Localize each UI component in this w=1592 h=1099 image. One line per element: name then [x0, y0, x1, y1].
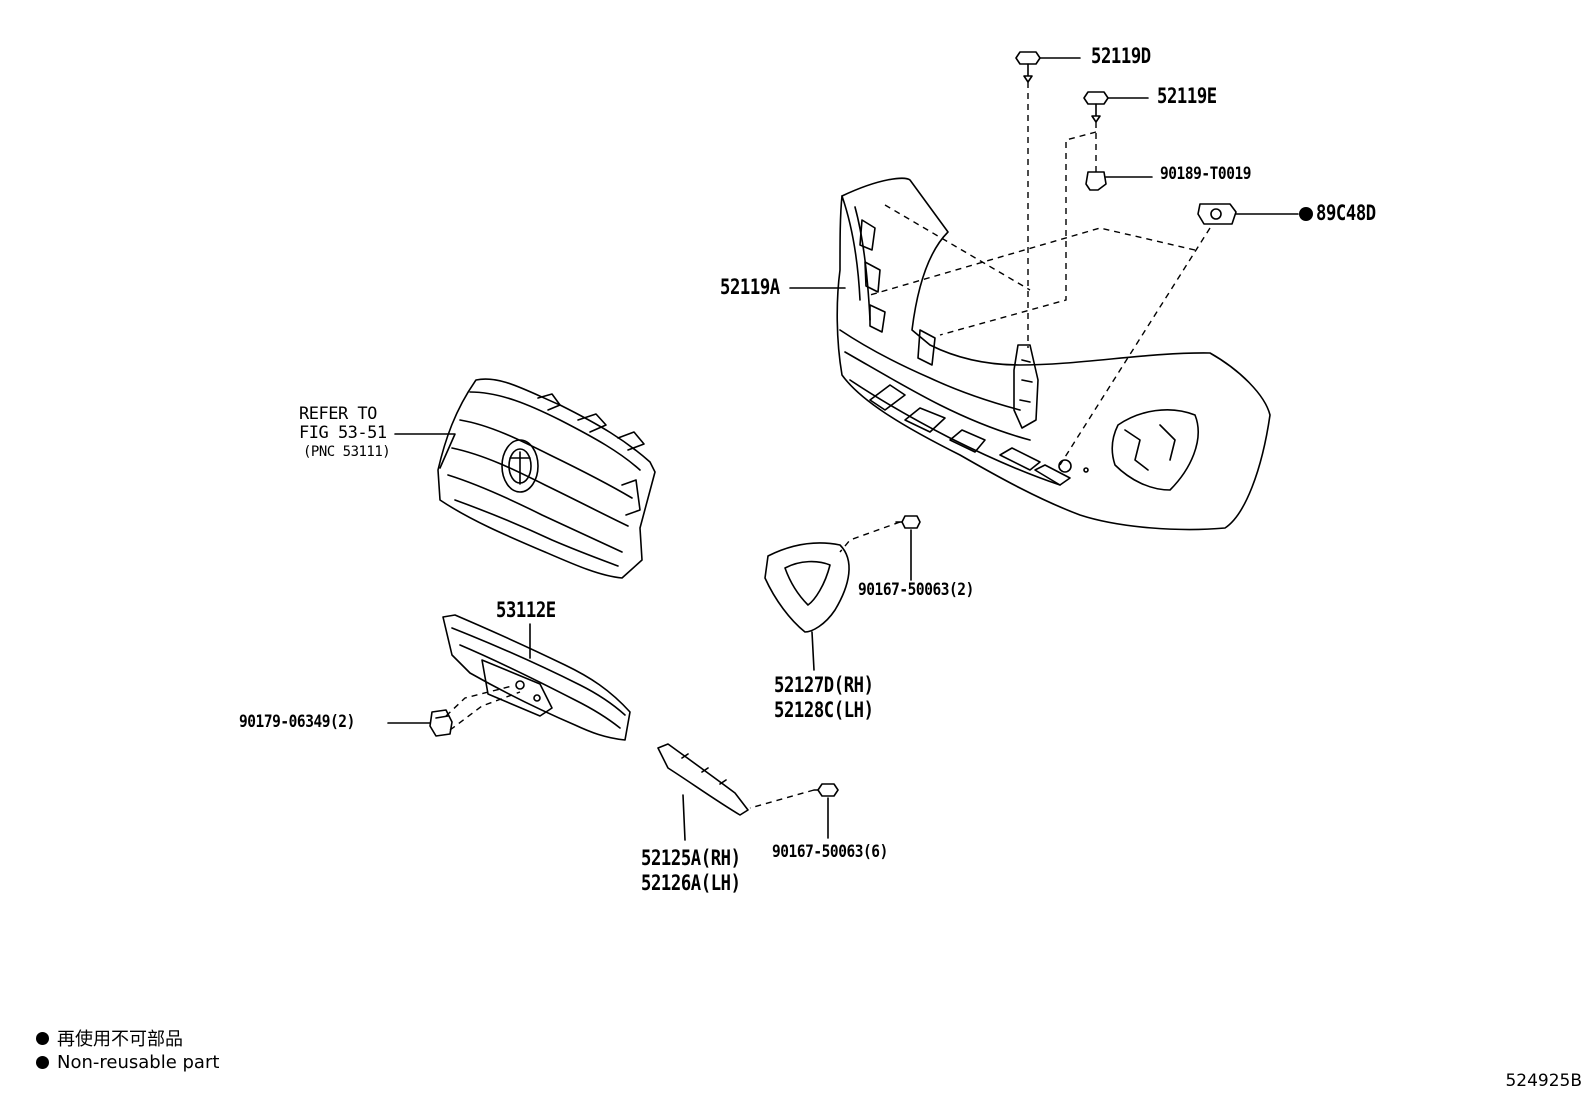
label-90167-50063-6: 90167-50063(6): [772, 842, 888, 862]
label-52119A: 52119A: [720, 275, 780, 299]
assembly-lines: [445, 82, 1211, 809]
legend-jp-text: 再使用不可部品: [57, 1029, 183, 1050]
label-52119D: 52119D: [1091, 44, 1151, 68]
legend-jp: 再使用不可部品: [36, 1025, 183, 1051]
legend-en: Non-reusable part: [36, 1052, 219, 1073]
label-refer-fig: FIG 53-51: [299, 423, 387, 443]
label-52125A: 52125A(RH): [641, 846, 741, 870]
figure-id: 524925B: [1505, 1071, 1582, 1091]
legend-dot-icon: [36, 1031, 49, 1045]
legend-en-text: Non-reusable part: [57, 1052, 220, 1073]
bolt-52119E-drawing: [1083, 91, 1109, 123]
lower-molding-drawing: [657, 743, 749, 816]
leader-lines: [387, 57, 1299, 841]
label-89C48D: 89C48D: [1316, 201, 1376, 225]
label-52119E: 52119E: [1157, 84, 1217, 108]
bumper-cover-drawing: [836, 177, 1271, 531]
bolt-52119D-drawing: [1015, 51, 1041, 83]
clip-90179-drawing: [429, 709, 453, 737]
label-90179-06349: 90179-06349(2): [239, 712, 355, 732]
label-52127D: 52127D(RH): [774, 673, 874, 697]
label-52128C: 52128C(LH): [774, 698, 874, 722]
radiator-grille-drawing: [437, 378, 656, 579]
label-90167-50063-2: 90167-50063(2): [858, 580, 974, 600]
label-refer-to: REFER TO: [299, 404, 377, 424]
label-52126A: 52126A(LH): [641, 871, 741, 895]
label-refer-pnc: (PNC 53111): [303, 444, 391, 460]
legend-dot-icon: [36, 1056, 49, 1069]
label-53112E: 53112E: [496, 598, 556, 622]
nut-90189-drawing: [1085, 171, 1107, 191]
sensor-89C48D-drawing: [1197, 203, 1237, 225]
non-reusable-marker: [1299, 207, 1313, 221]
fog-cover-drawing: [764, 542, 850, 633]
lower-grille-garnish-drawing: [442, 614, 631, 741]
screw-90167-lower-drawing: [813, 783, 839, 797]
label-90189-T0019: 90189-T0019: [1160, 164, 1252, 184]
